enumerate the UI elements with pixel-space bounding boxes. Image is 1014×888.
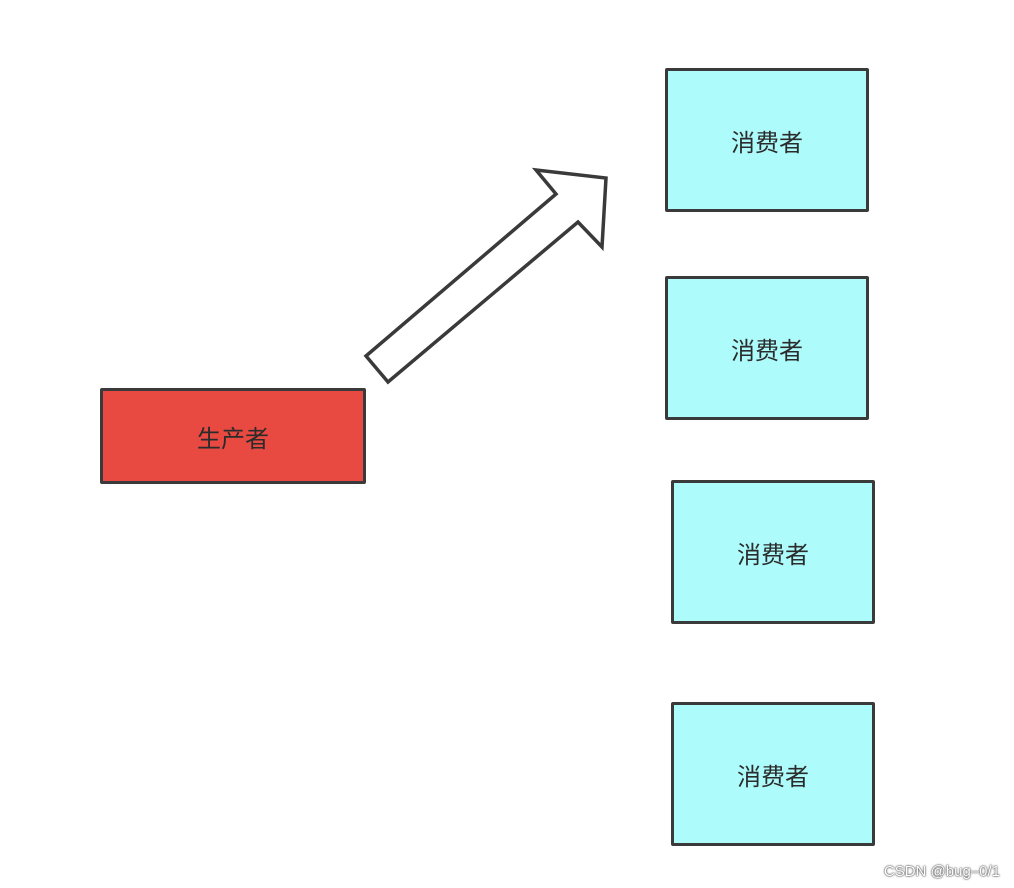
consumer-box: 消费者 — [671, 702, 875, 846]
consumer-label: 消费者 — [731, 336, 803, 365]
consumer-box: 消费者 — [665, 68, 869, 212]
producer-box: 生产者 — [100, 388, 366, 484]
consumer-box: 消费者 — [665, 276, 869, 420]
consumer-box: 消费者 — [671, 480, 875, 624]
producer-to-consumer-arrow — [363, 167, 608, 385]
consumer-label: 消费者 — [737, 540, 809, 569]
consumer-label: 消费者 — [731, 128, 803, 157]
consumer-label: 消费者 — [737, 762, 809, 791]
producer-label: 生产者 — [197, 424, 269, 453]
watermark: CSDN @bug–0/1 — [883, 863, 1000, 880]
